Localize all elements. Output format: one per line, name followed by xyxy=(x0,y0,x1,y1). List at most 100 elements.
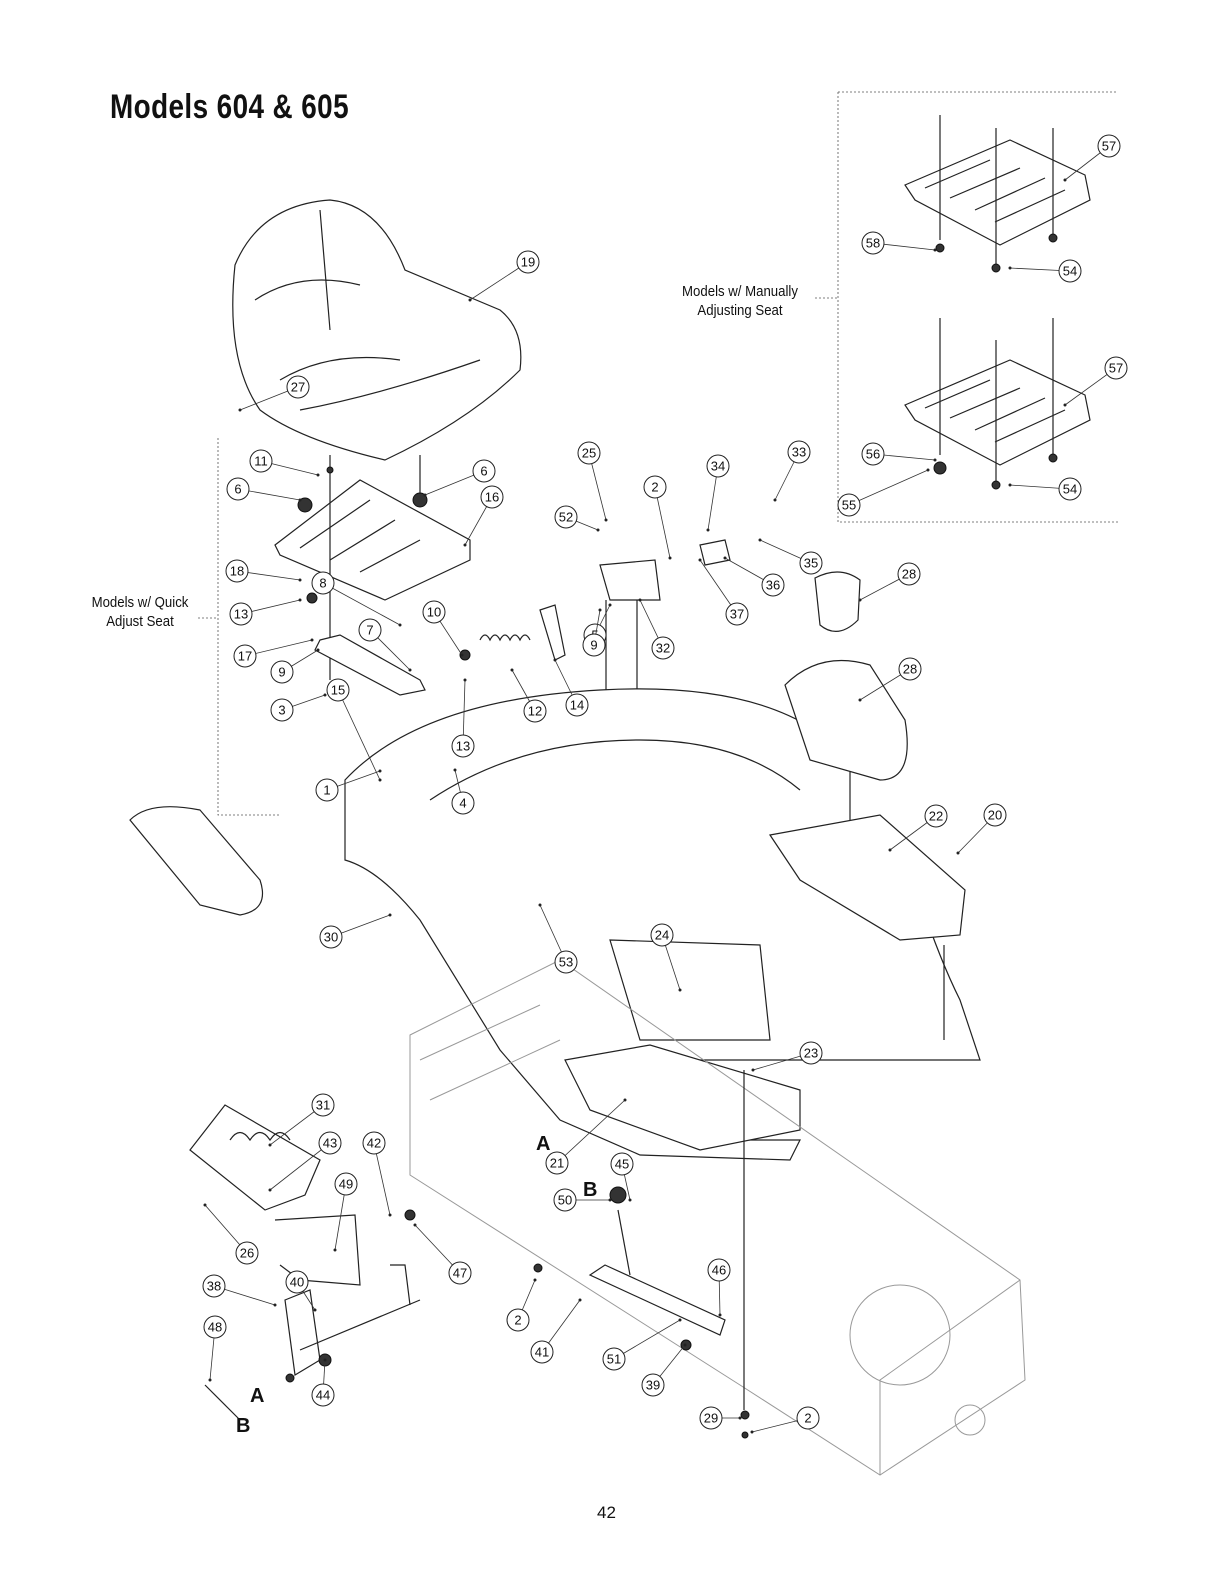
callout-arrowhead xyxy=(299,499,302,502)
callout-number: 58 xyxy=(866,236,880,251)
callout-number: 35 xyxy=(804,556,818,571)
callout-arrowhead xyxy=(334,1249,337,1252)
callout-number: 12 xyxy=(528,704,542,719)
callout-arrowhead xyxy=(269,1189,272,1192)
callout-16: 16 xyxy=(464,486,504,547)
callout-26: 26 xyxy=(204,1204,259,1265)
callout-number: 52 xyxy=(559,510,573,525)
callout-arrowhead xyxy=(597,529,600,532)
callout-48: 48 xyxy=(204,1316,226,1382)
switch-bracket xyxy=(600,560,660,600)
callout-number: 1 xyxy=(323,783,330,798)
callout-number: 42 xyxy=(367,1136,381,1151)
callout-number: 45 xyxy=(615,1157,629,1172)
callout-number: 29 xyxy=(704,1411,718,1426)
callout-number: 4 xyxy=(459,796,466,811)
callout-arrowhead xyxy=(679,1319,682,1322)
lift-handle-assembly xyxy=(190,1105,420,1420)
callout-38: 38 xyxy=(203,1275,277,1307)
callout-number: 17 xyxy=(238,649,252,664)
callout-arrowhead xyxy=(274,1304,277,1307)
callout-9: 9 xyxy=(271,649,320,684)
callout-54: 54 xyxy=(1009,260,1082,282)
callout-number: 15 xyxy=(331,683,345,698)
callout-number: 8 xyxy=(319,576,326,591)
callout-arrowhead xyxy=(389,914,392,917)
callout-arrowhead xyxy=(1009,267,1012,270)
callout-arrowhead xyxy=(719,1314,722,1317)
callout-number: 40 xyxy=(290,1275,304,1290)
callout-arrowhead xyxy=(424,494,427,497)
callout-32: 32 xyxy=(639,599,675,660)
callout-arrowhead xyxy=(379,779,382,782)
callout-10: 10 xyxy=(423,601,464,657)
callout-number: 57 xyxy=(1102,139,1116,154)
callout-arrowhead xyxy=(239,409,242,412)
callout-arrowhead xyxy=(751,1431,754,1434)
seat-plate xyxy=(275,455,470,695)
callout-arrowhead xyxy=(464,679,467,682)
callout-42: 42 xyxy=(363,1132,392,1217)
callout-15: 15 xyxy=(327,679,382,782)
callout-number: 47 xyxy=(453,1266,467,1281)
callout-arrowhead xyxy=(469,299,472,302)
callout-arrowhead xyxy=(624,1099,627,1102)
callout-number: 31 xyxy=(316,1098,330,1113)
callout-number: 22 xyxy=(929,809,943,824)
callout-number: 13 xyxy=(234,607,248,622)
callout-51: 51 xyxy=(603,1319,682,1371)
callout-arrowhead xyxy=(324,694,327,697)
callout-number: 27 xyxy=(291,380,305,395)
callout-2: 2 xyxy=(644,476,672,560)
callout-29: 29 xyxy=(700,1407,742,1429)
callout-46: 46 xyxy=(708,1259,730,1317)
callout-number: 19 xyxy=(521,255,535,270)
callout-arrowhead xyxy=(957,852,960,855)
callout-arrowhead xyxy=(539,904,542,907)
callout-36: 36 xyxy=(724,557,785,597)
callout-number: 57 xyxy=(1109,361,1123,376)
callout-19: 19 xyxy=(469,251,540,302)
callout-arrowhead xyxy=(317,474,320,477)
callout-number: 50 xyxy=(558,1193,572,1208)
callout-arrowhead xyxy=(209,1379,212,1382)
callout-35: 35 xyxy=(759,539,823,575)
callout-number: 9 xyxy=(590,638,597,653)
reference-letter-b: B xyxy=(583,1179,597,1201)
reference-letter-b: B xyxy=(236,1415,250,1437)
callout-20: 20 xyxy=(957,804,1007,855)
callout-arrowhead xyxy=(269,1144,272,1147)
callout-arrowhead xyxy=(889,849,892,852)
callout-arrowhead xyxy=(699,559,702,562)
callout-56: 56 xyxy=(862,443,937,465)
callout-number: 36 xyxy=(766,578,780,593)
callout-number: 37 xyxy=(730,607,744,622)
callout-number: 10 xyxy=(427,605,441,620)
callout-arrowhead xyxy=(464,544,467,547)
callout-arrowhead xyxy=(324,1359,327,1362)
cup-holder xyxy=(815,572,860,631)
callout-arrowhead xyxy=(609,1199,612,1202)
seat-latch xyxy=(540,605,565,660)
callout-arrowhead xyxy=(554,659,557,662)
callout-arrowhead xyxy=(859,699,862,702)
callout-arrowhead xyxy=(1009,484,1012,487)
callout-number: 13 xyxy=(456,739,470,754)
callout-number: 49 xyxy=(339,1177,353,1192)
callout-3: 3 xyxy=(271,694,327,722)
callout-17: 17 xyxy=(234,639,314,668)
callout-number: 28 xyxy=(902,567,916,582)
callout-arrowhead xyxy=(724,557,727,560)
callout-number: 2 xyxy=(804,1411,811,1426)
callout-arrowhead xyxy=(759,539,762,542)
callout-41: 41 xyxy=(531,1299,582,1364)
callout-arrowhead xyxy=(409,669,412,672)
callout-arrowhead xyxy=(414,1224,417,1227)
callout-arrowhead xyxy=(934,459,937,462)
callout-arrowhead xyxy=(579,1299,582,1302)
footrest-left xyxy=(130,807,263,915)
reference-letter-a: A xyxy=(250,1385,264,1407)
callout-number: 53 xyxy=(559,955,573,970)
callout-number: 14 xyxy=(570,698,584,713)
callout-arrowhead xyxy=(669,557,672,560)
